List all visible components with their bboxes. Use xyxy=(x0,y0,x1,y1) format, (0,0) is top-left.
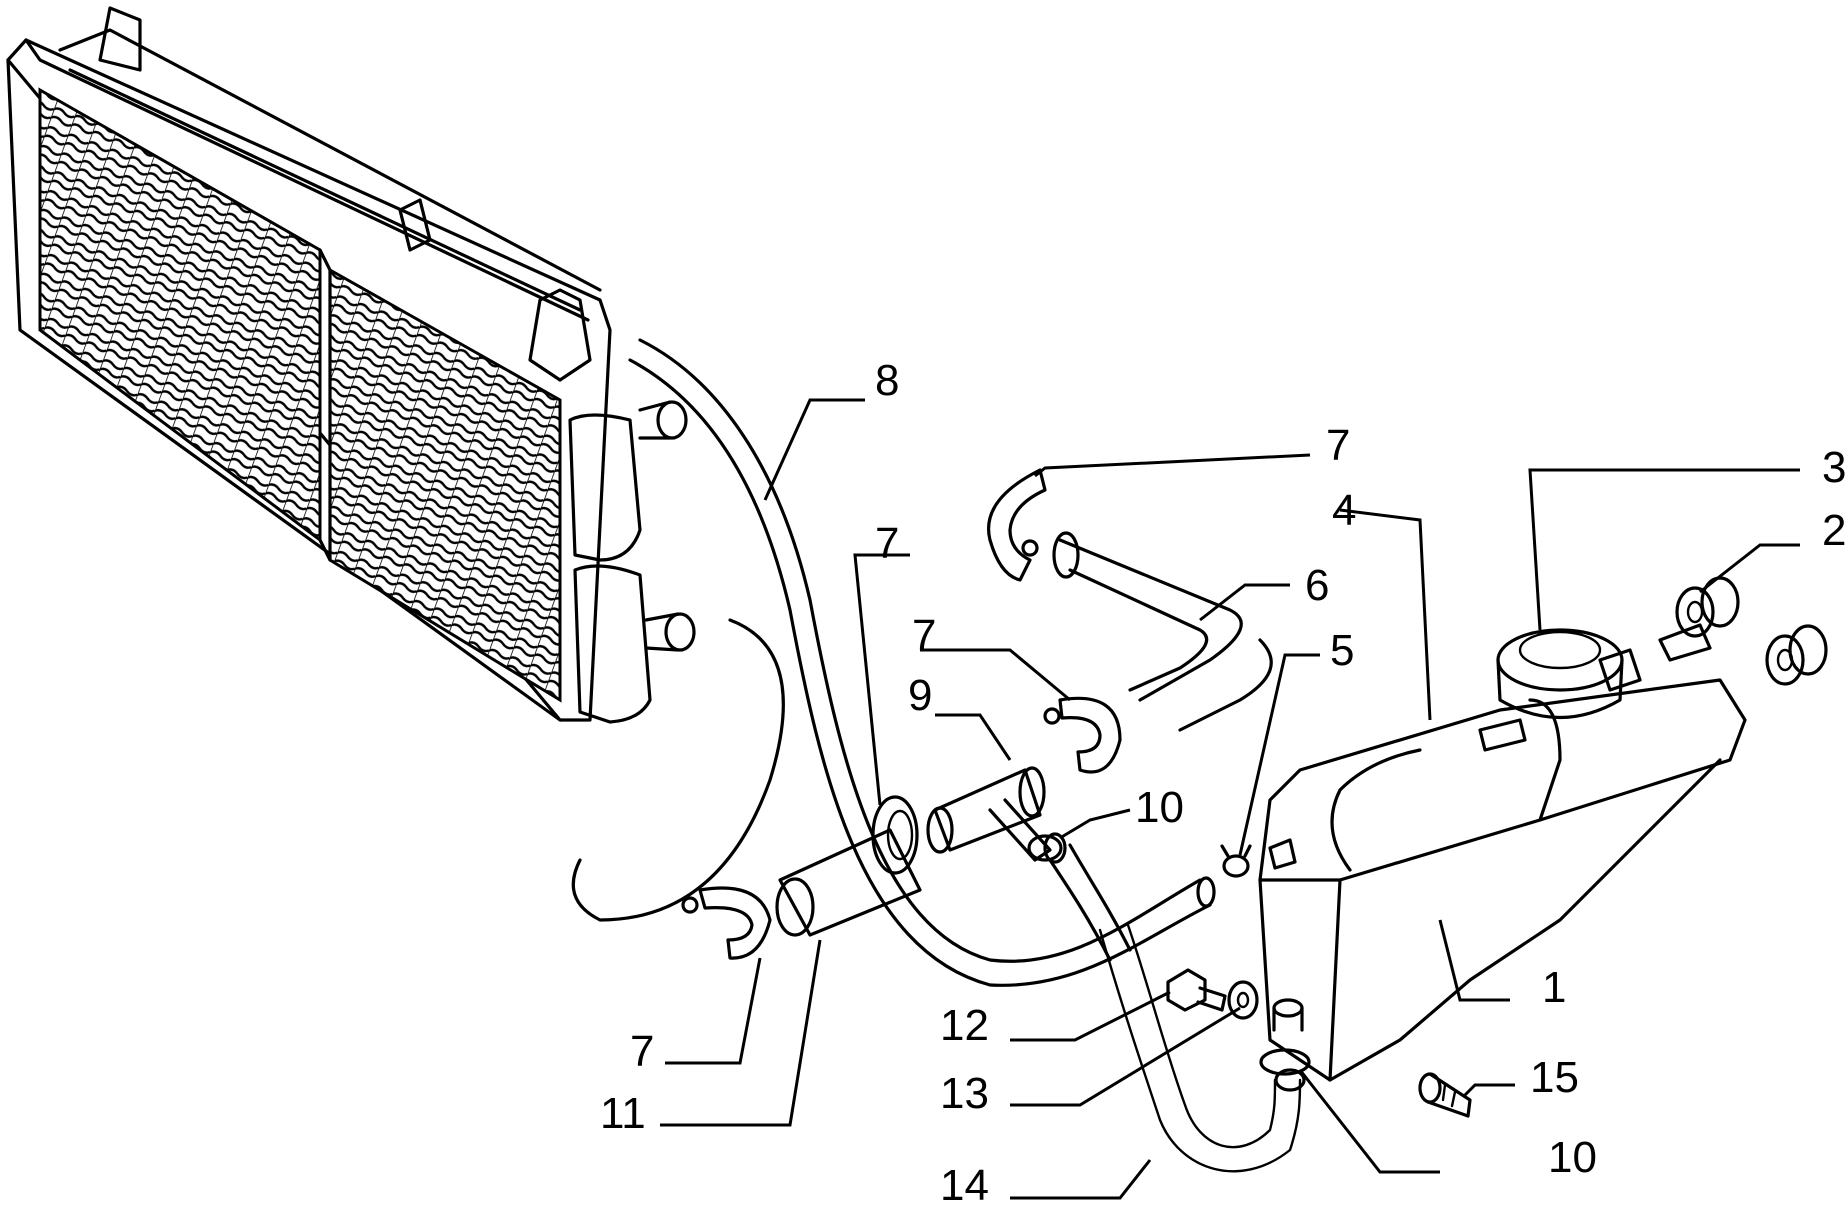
callout-15: 15 xyxy=(1530,1053,1579,1102)
callout-5: 5 xyxy=(1330,626,1354,675)
leader-4 xyxy=(1339,508,1432,721)
clamp-7-top xyxy=(987,468,1047,582)
callout-10-top: 10 xyxy=(1135,783,1184,832)
bolt-12 xyxy=(1166,968,1227,1012)
leader-7c xyxy=(920,648,1071,702)
callout-10-bottom: 10 xyxy=(1548,1133,1597,1182)
radiator xyxy=(6,6,696,724)
clamp-10-bottom xyxy=(1259,1048,1311,1076)
clamp-7-mid xyxy=(1043,696,1122,774)
leader-7d xyxy=(665,957,762,1065)
washer-13 xyxy=(1227,980,1259,1020)
grommet-2b xyxy=(1765,624,1828,686)
callout-3: 3 xyxy=(1822,443,1846,492)
cap-3 xyxy=(1496,628,1624,720)
callout-7-mid: 7 xyxy=(875,519,899,568)
leader-6 xyxy=(1199,583,1290,622)
leader-8 xyxy=(763,398,865,501)
hose-8 xyxy=(628,338,1216,987)
t-fitting-9 xyxy=(926,766,1052,862)
screw-15 xyxy=(1418,1072,1472,1118)
callout-labels: 1 2 3 4 5 6 7 7 7 7 8 9 10 10 11 12 13 1… xyxy=(600,356,1846,1210)
clamp-7-ring xyxy=(871,795,919,875)
clamp-7-left xyxy=(681,886,772,960)
callout-14: 14 xyxy=(940,1161,989,1210)
leader-3 xyxy=(1528,468,1800,631)
leader-10b xyxy=(1298,1069,1440,1174)
clamp-10-top xyxy=(1027,834,1063,862)
leader-9 xyxy=(935,713,1012,761)
leader-14 xyxy=(1010,1159,1152,1200)
clip-5 xyxy=(1220,844,1252,878)
leader-12 xyxy=(1010,990,1171,1042)
callout-11: 11 xyxy=(600,1089,646,1138)
callout-7-left: 7 xyxy=(630,1027,654,1076)
leader-7b xyxy=(853,553,910,806)
leader-1 xyxy=(1438,919,1510,1002)
leader-5 xyxy=(1238,653,1320,856)
hose-small-10 xyxy=(1043,832,1132,962)
leader-15 xyxy=(1463,1083,1515,1097)
leader-2 xyxy=(1699,543,1800,594)
leader-11 xyxy=(660,939,822,1127)
callout-13: 13 xyxy=(940,1069,989,1118)
leader-7a xyxy=(1034,453,1311,478)
callout-7-right: 7 xyxy=(912,611,936,660)
callout-9: 9 xyxy=(908,671,932,720)
hose-14 xyxy=(571,618,1306,1173)
callout-2: 2 xyxy=(1822,506,1846,555)
expansion-tank-1 xyxy=(1258,623,1747,1082)
leader-13 xyxy=(1010,1006,1241,1107)
leader-10a xyxy=(1059,808,1131,840)
callout-8: 8 xyxy=(875,356,899,405)
leader-lines xyxy=(660,398,1800,1200)
callout-6: 6 xyxy=(1305,561,1329,610)
callout-4: 4 xyxy=(1332,486,1356,535)
hose-11 xyxy=(775,828,922,937)
callout-1: 1 xyxy=(1542,963,1566,1012)
callout-7-top: 7 xyxy=(1326,421,1350,470)
hose-6 xyxy=(1052,531,1273,732)
callout-12: 12 xyxy=(940,1001,989,1050)
